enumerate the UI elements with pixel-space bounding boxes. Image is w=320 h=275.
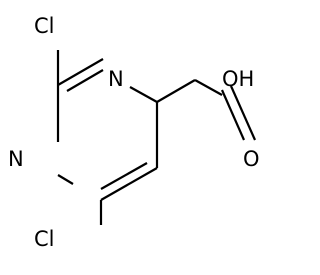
bond-c2-n3-outer <box>57 58 104 86</box>
atom-oh: OH <box>222 67 254 91</box>
atom-n-left: N <box>8 147 24 171</box>
bond-c5-c6-inner <box>100 162 148 190</box>
bonds <box>56 50 257 225</box>
atom-o-carbonyl: O <box>243 147 260 171</box>
bond-c4-ccooh <box>156 79 196 103</box>
atom-cl-top: Cl <box>34 14 55 38</box>
bond-n3-c4 <box>129 86 158 103</box>
bond-c2-n3-inner <box>66 69 104 92</box>
bond-ccooh-o-1 <box>220 89 246 141</box>
bond-ccooh-oh <box>194 79 223 96</box>
bond-c5-c6-outer <box>100 167 158 201</box>
atom-labels: Cl N N Cl OH O <box>8 14 260 251</box>
structure-diagram: Cl N N Cl OH O <box>8 14 260 251</box>
molecule-drawing: Cl N N Cl OH O <box>8 14 260 251</box>
bond-c6-n1 <box>57 174 74 185</box>
bond-ccooh-o-2 <box>229 85 257 141</box>
atom-cl-bottom: Cl <box>34 227 55 251</box>
atom-n-top: N <box>108 67 124 91</box>
